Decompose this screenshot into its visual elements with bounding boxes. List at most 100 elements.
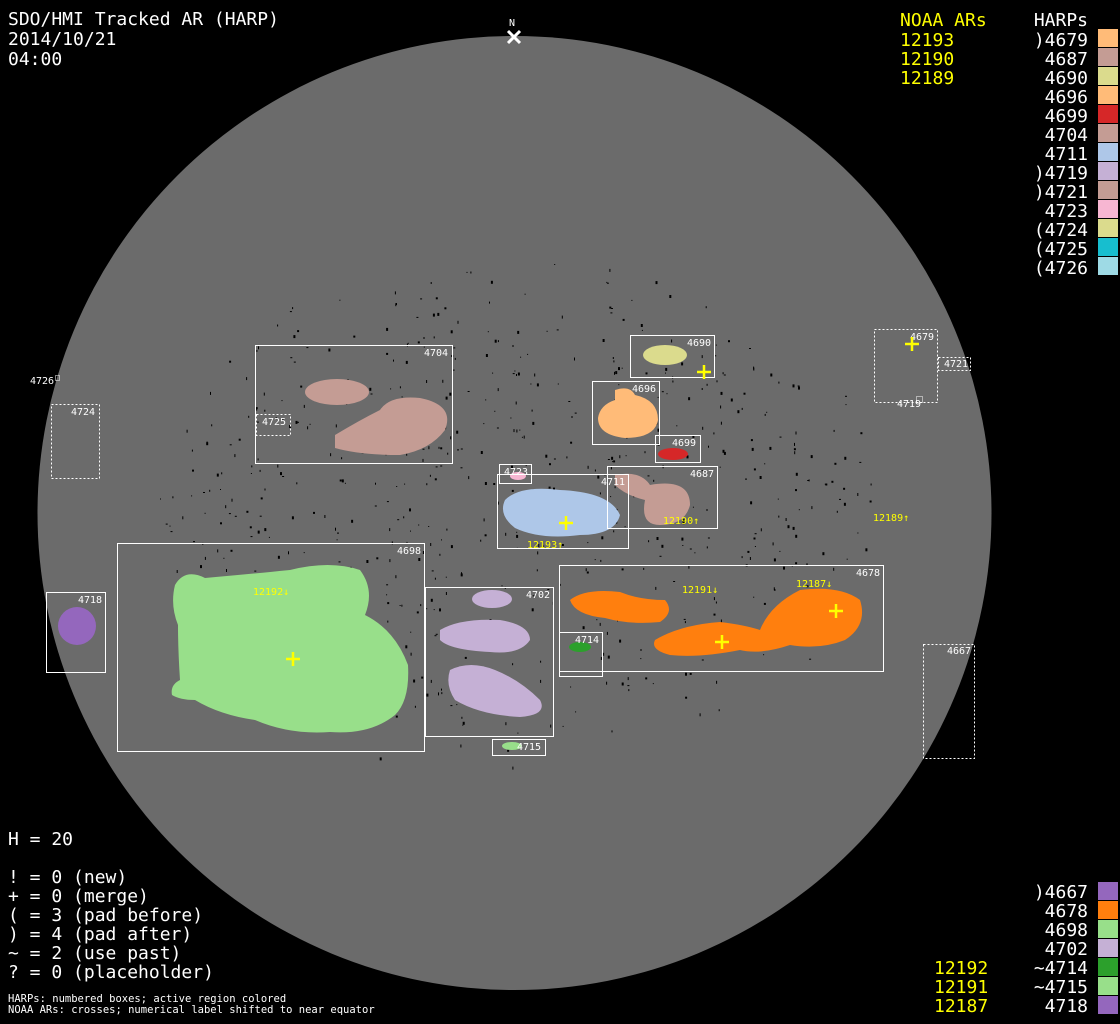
harp-color-swatch	[1098, 67, 1118, 85]
noaa-label: 12189↑	[873, 513, 909, 524]
harp-color-swatch	[1098, 181, 1118, 199]
harp-box	[492, 739, 546, 756]
time: 04:00	[8, 49, 63, 70]
noaa-cross-icon	[829, 604, 843, 618]
harp-legend-item: 4696	[1045, 87, 1088, 108]
harp-color-swatch	[1098, 105, 1118, 123]
harp-color-swatch	[1098, 977, 1118, 995]
legend-bottom: )4667467846984702~4714~47154718121921219…	[934, 882, 1118, 1017]
harp-box	[592, 381, 660, 445]
noaa-cross-icon	[697, 365, 711, 379]
harp-label: 4687	[690, 469, 714, 480]
harp-legend-item: 4718	[1045, 996, 1088, 1017]
harp-label: 4704	[424, 348, 448, 359]
harp-label: 4726	[30, 376, 54, 387]
region-4690	[643, 345, 687, 365]
region-4702b	[440, 619, 530, 653]
harp-color-swatch	[1098, 29, 1118, 47]
harp-legend-item: (4725	[1034, 239, 1088, 260]
harp-box	[497, 474, 629, 549]
harp-box	[923, 644, 975, 759]
noaa-legend-item: 12191	[934, 977, 988, 998]
footnote: NOAA ARs: crosses; numerical label shift…	[8, 1004, 375, 1016]
status-legend-line: ? = 0 (placeholder)	[8, 962, 214, 983]
noaa-label: 12193↑	[527, 540, 563, 551]
region-4702a	[472, 590, 512, 608]
region-4698	[171, 565, 409, 733]
status-legend-line: + = 0 (merge)	[8, 886, 149, 907]
noaa-legend-item: 12192	[934, 958, 988, 979]
date: 2014/10/21	[8, 29, 117, 50]
status-legend: ! = 0 (new)+ = 0 (merge)( = 3 (pad befor…	[8, 867, 214, 983]
harp-color-swatch	[1098, 48, 1118, 66]
harp-label: 4724	[71, 407, 95, 418]
harp-color-swatch	[1098, 200, 1118, 218]
harp-legend-item: 4702	[1045, 939, 1088, 960]
region-4704b	[335, 397, 448, 455]
harp-box	[655, 435, 701, 463]
harp-legend-item: 4687	[1045, 49, 1088, 70]
region-4718	[58, 607, 96, 645]
harp-legend-item: 4690	[1045, 68, 1088, 89]
harp-color-swatch	[1098, 920, 1118, 938]
harp-color-swatch	[1098, 901, 1118, 919]
harp-box-labels: 4704 4725 4724 4726 4690 4696 4699 4687 …	[30, 332, 971, 753]
harp-label: 4698	[397, 546, 421, 557]
harp-color-swatch	[1098, 958, 1118, 976]
region-4687	[615, 473, 690, 525]
footnote: HARPs: numbered boxes; active region col…	[8, 993, 286, 1005]
harp-box	[916, 396, 923, 403]
harp-legend-item: )4721	[1034, 182, 1088, 203]
noaa-legend-item: 12189	[900, 68, 954, 89]
harp-box	[630, 335, 715, 378]
harp-label: 4711	[601, 477, 625, 488]
harp-count: H = 20	[8, 829, 73, 850]
harp-box	[425, 587, 554, 737]
harp-boxes	[46, 329, 975, 759]
harp-box	[51, 404, 100, 479]
noaa-cross-icon	[286, 652, 300, 666]
harp-legend-item: 4698	[1045, 920, 1088, 941]
harp-label: 4702	[526, 590, 550, 601]
harp-box	[117, 543, 425, 752]
region-4702c	[448, 665, 542, 717]
noaa-label: 12190↑	[663, 516, 699, 527]
harp-color-swatch	[1098, 86, 1118, 104]
harp-legend-item: )4667	[1034, 882, 1088, 903]
harp-label: 4696	[632, 384, 656, 395]
noaa-cross-icon	[559, 516, 573, 530]
region-4678b	[654, 588, 863, 656]
harp-legend-item: 4711	[1045, 144, 1088, 165]
harp-legend-item: )4679	[1034, 30, 1088, 51]
noaa-cross-icon	[715, 635, 729, 649]
noaa-label: 12191↓	[682, 585, 718, 596]
harps-legend-title: HARPs	[1034, 10, 1088, 31]
title: SDO/HMI Tracked AR (HARP)	[8, 9, 279, 30]
noaa-crosses	[286, 337, 919, 666]
harp-box	[255, 345, 453, 464]
harp-color-swatch	[1098, 162, 1118, 180]
noaa-labels: 12190↑ 12189↑ 12193↑ 12192↓ 12191↓ 12187…	[253, 513, 909, 598]
harp-legend-item: 4723	[1045, 201, 1088, 222]
active-regions	[58, 345, 863, 750]
harp-label: 4667	[947, 646, 971, 657]
harp-label: 4699	[672, 438, 696, 449]
region-4704a	[305, 379, 369, 405]
region-4714	[569, 642, 591, 652]
harp-color-swatch	[1098, 219, 1118, 237]
status-legend-line: ~ = 2 (use past)	[8, 943, 181, 964]
harp-color-swatch	[1098, 124, 1118, 142]
status-legend-line: ! = 0 (new)	[8, 867, 127, 888]
harp-legend-item: (4726	[1034, 258, 1088, 279]
harp-label: 4723	[504, 467, 528, 478]
noaa-legend-item: 12193	[900, 30, 954, 51]
harp-label: 4714	[575, 635, 599, 646]
north-cross-icon	[506, 29, 522, 45]
harp-label: 4718	[78, 595, 102, 606]
harp-label: 4725	[262, 417, 286, 428]
harp-label: 4678	[856, 568, 880, 579]
harp-box	[607, 466, 718, 529]
region-4699	[658, 448, 688, 460]
harp-box	[46, 592, 106, 673]
header: SDO/HMI Tracked AR (HARP) 2014/10/21 04:…	[8, 10, 279, 70]
